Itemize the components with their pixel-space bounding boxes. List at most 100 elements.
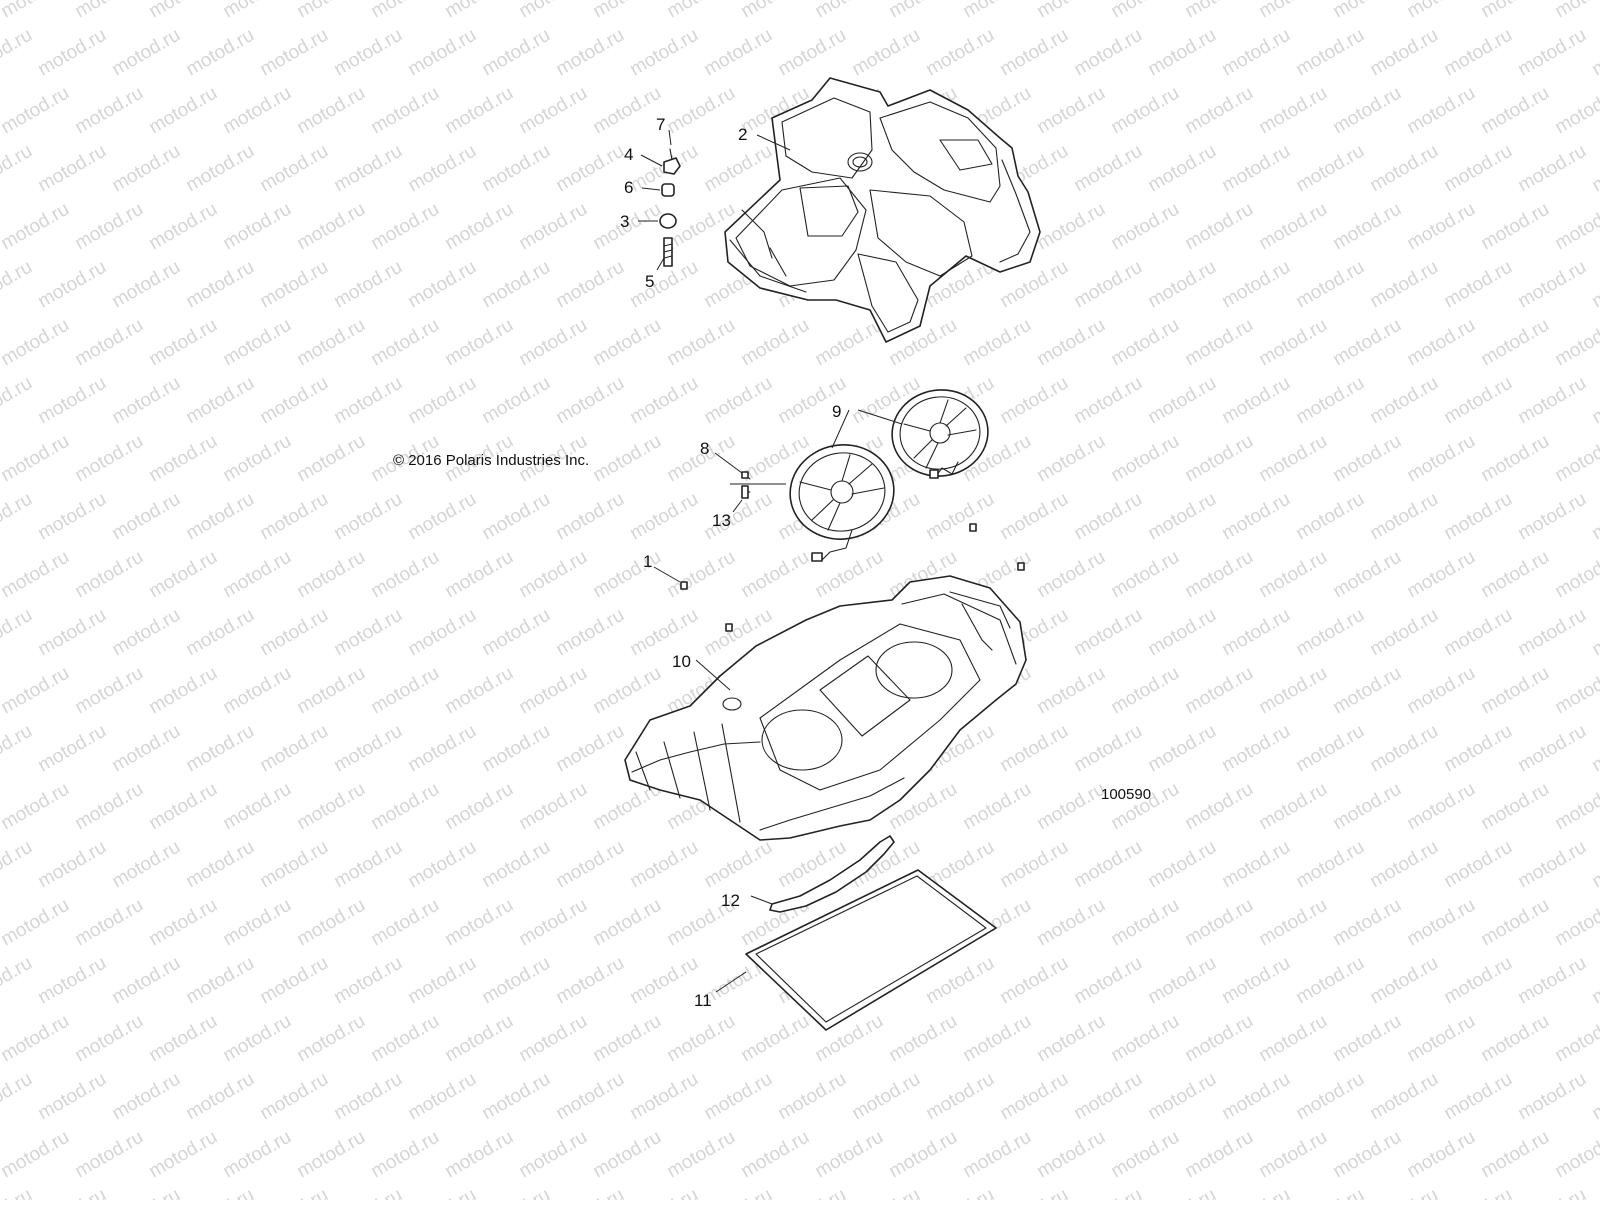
callout-4: 4 [624,145,634,164]
watermark-text: motod.ru [0,431,73,487]
watermark-text: motod.ru [515,663,590,719]
watermark-text: motod.ru [1218,489,1293,545]
watermark-text: motod.ru [922,25,997,81]
watermark-text: motod.ru [182,25,257,81]
watermark-text: motod.ru [71,1011,146,1067]
watermark-text: motod.ru [441,199,516,255]
watermark-text: motod.ru [552,953,627,1009]
watermark-text: motod.ru [626,1185,701,1200]
watermark-text: motod.ru [552,1069,627,1125]
hardware-stack [659,148,681,267]
callout-10: 10 [672,652,691,671]
watermark-text: motod.ru [589,1127,664,1183]
watermark-text: motod.ru [330,141,405,197]
watermark-text: motod.ru [441,779,516,835]
watermark-text: motod.ru [1292,953,1367,1009]
watermark-text: motod.ru [182,373,257,429]
watermark-text: motod.ru [1403,1011,1478,1067]
watermark-text: motod.ru [478,837,553,893]
watermark-text: motod.ru [589,547,664,603]
watermark-text: motod.ru [1551,0,1600,22]
watermark-text: motod.ru [1440,1185,1515,1200]
watermark-text: motod.ru [737,315,812,371]
watermark-text: motod.ru [959,0,1034,22]
watermark-text: motod.ru [404,837,479,893]
watermark-text: motod.ru [108,489,183,545]
watermark-text: motod.ru [0,1127,73,1183]
watermark-text: motod.ru [1514,953,1589,1009]
watermark-text: motod.ru [737,1127,812,1183]
watermark-text: motod.ru [1107,0,1182,22]
watermark-text: motod.ru [1144,373,1219,429]
watermark-text: motod.ru [737,547,812,603]
watermark-text: motod.ru [1477,0,1552,22]
watermark-text: motod.ru [145,431,220,487]
watermark-text: motod.ru [552,257,627,313]
watermark-text: motod.ru [1514,489,1589,545]
watermark-text: motod.ru [404,373,479,429]
watermark-text: motod.ru [1255,431,1330,487]
watermark-text: motod.ru [404,1069,479,1125]
watermark-text: motod.ru [404,141,479,197]
watermark-text: motod.ru [34,489,109,545]
watermark-text: motod.ru [1033,83,1108,139]
watermark-text: motod.ru [1588,1185,1600,1200]
watermark-text: motod.ru [1514,373,1589,429]
watermark-text: motod.ru [1329,199,1404,255]
watermark-text: motod.ru [441,1127,516,1183]
watermark-text: motod.ru [1366,25,1441,81]
watermark-text: motod.ru [1292,141,1367,197]
watermark-text: motod.ru [1366,489,1441,545]
watermark-text: motod.ru [700,1185,775,1200]
watermark-text: motod.ru [0,779,73,835]
watermark-text: motod.ru [1181,547,1256,603]
watermark-text: motod.ru [1403,83,1478,139]
watermark-text: motod.ru [367,1127,442,1183]
watermark-text: motod.ru [0,1185,36,1200]
watermark-text: motod.ru [552,141,627,197]
watermark-text: motod.ru [1255,895,1330,951]
watermark-text: motod.ru [1107,547,1182,603]
watermark-text: motod.ru [1070,141,1145,197]
watermark-text: motod.ru [1255,1011,1330,1067]
watermark-text: motod.ru [1588,257,1600,313]
watermark-text: motod.ru [626,953,701,1009]
watermark-text: motod.ru [1477,315,1552,371]
watermark-text: motod.ru [34,953,109,1009]
watermark-text: motod.ru [219,0,294,22]
watermark-text: motod.ru [1514,257,1589,313]
watermark-text: motod.ru [1329,431,1404,487]
watermark-text: motod.ru [1440,837,1515,893]
watermark-text: motod.ru [71,0,146,22]
watermark-text: motod.ru [700,25,775,81]
watermark-text: motod.ru [1588,25,1600,81]
watermark-text: motod.ru [1144,141,1219,197]
watermark-text: motod.ru [1181,83,1256,139]
watermark-text: motod.ru [256,1185,331,1200]
watermark-text: motod.ru [1218,1069,1293,1125]
watermark-text: motod.ru [589,1011,664,1067]
watermark-text: motod.ru [0,141,36,197]
watermark-text: motod.ru [1292,605,1367,661]
watermark-text: motod.ru [626,25,701,81]
watermark-text: motod.ru [552,837,627,893]
watermark-text: motod.ru [1292,1069,1367,1125]
watermark-text: motod.ru [0,1069,36,1125]
watermark-text: motod.ru [71,199,146,255]
watermark-text: motod.ru [108,721,183,777]
watermark-text: motod.ru [589,0,664,22]
watermark-text: motod.ru [1588,1069,1600,1125]
watermark-text: motod.ru [737,0,812,22]
watermark-text: motod.ru [0,547,73,603]
watermark-text: motod.ru [1477,83,1552,139]
watermark-text: motod.ru [700,141,775,197]
watermark-text: motod.ru [1255,315,1330,371]
watermark-text: motod.ru [1514,837,1589,893]
watermark-text: motod.ru [663,1011,738,1067]
watermark-text: motod.ru [256,489,331,545]
watermark-text: motod.ru [1366,141,1441,197]
watermark-text: motod.ru [1551,779,1600,835]
watermark-text: motod.ru [1033,663,1108,719]
watermark-text: motod.ru [256,1069,331,1125]
watermark-text: motod.ru [404,257,479,313]
